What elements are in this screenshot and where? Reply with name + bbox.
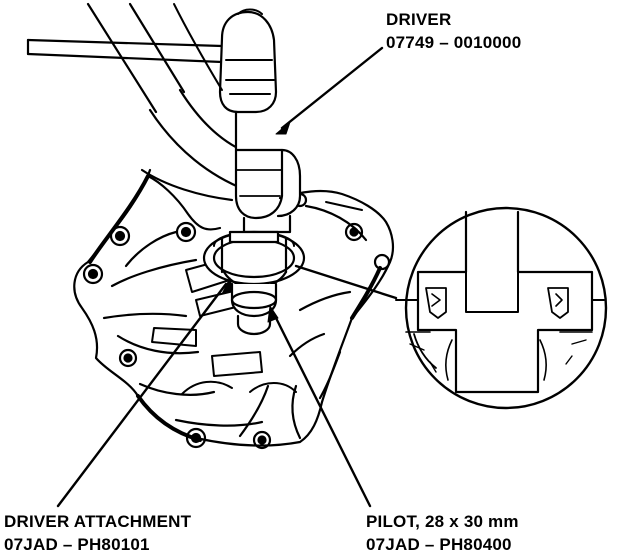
- leader-lines: [56, 46, 384, 508]
- driver-callout: DRIVER 07749 – 0010000: [386, 8, 521, 54]
- pilot-tool: [230, 282, 278, 336]
- transmission-case: [73, 168, 395, 450]
- hammer: [26, 8, 278, 114]
- driver-part-number: 07749 – 0010000: [386, 33, 522, 52]
- pilot-part-number: 07JAD – PH80400: [366, 535, 512, 554]
- driver-attachment-callout: DRIVER ATTACHMENT 07JAD – PH80101: [4, 510, 191, 556]
- pilot-label: PILOT, 28 x 30 mm: [366, 512, 519, 531]
- driver-label: DRIVER: [386, 10, 452, 29]
- driver-attachment: [202, 230, 306, 290]
- pilot-leader: [272, 312, 372, 508]
- driver-attachment-leader: [56, 282, 228, 508]
- driver-attachment-label: DRIVER ATTACHMENT: [4, 512, 192, 531]
- driver-tool: [234, 110, 302, 234]
- detail-inset: [294, 206, 608, 410]
- driver-leader: [280, 46, 384, 130]
- driver-attachment-part-number: 07JAD – PH80101: [4, 535, 150, 554]
- pilot-callout: PILOT, 28 x 30 mm 07JAD – PH80400: [366, 510, 519, 556]
